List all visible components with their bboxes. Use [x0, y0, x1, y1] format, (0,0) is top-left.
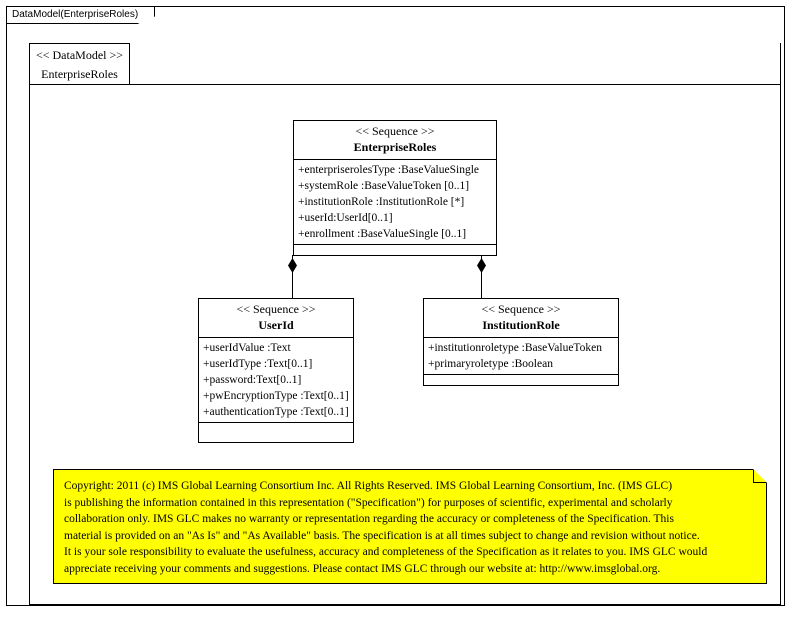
frame-label: DataModel(EnterpriseRoles)	[7, 7, 156, 24]
class-operations-institutionrole	[424, 375, 618, 397]
note-line: is publishing the information contained …	[64, 496, 673, 509]
class-name: EnterpriseRoles	[353, 140, 437, 154]
class-stereotype: << Sequence >>	[236, 302, 316, 316]
class-attribute: +pwEncryptionType :Text[0..1]	[203, 390, 349, 402]
class-operations-userid	[199, 423, 353, 445]
uml-diagram-frame: DataModel(EnterpriseRoles) << DataModel …	[6, 6, 785, 606]
class-stereotype: << Sequence >>	[481, 302, 561, 316]
package-name: EnterpriseRoles	[41, 67, 118, 81]
class-header-enterpriseroles: << Sequence >> EnterpriseRoles	[294, 121, 496, 160]
package-header-tab: << DataModel >> EnterpriseRoles	[29, 43, 130, 85]
note-line: appreciate receiving your comments and s…	[64, 562, 661, 575]
composition-diamond-icon	[477, 258, 486, 273]
class-box-userid[interactable]: << Sequence >> UserId +userIdValue :Text…	[198, 298, 354, 443]
class-stereotype: << Sequence >>	[355, 124, 435, 138]
class-attribute: +institutionRole :InstitutionRole [*]	[298, 196, 465, 208]
package-top-border	[129, 84, 781, 85]
class-attribute: +authenticationType :Text[0..1]	[203, 406, 349, 418]
copyright-note: Copyright: 2011 (c) IMS Global Learning …	[53, 469, 767, 584]
composition-line-institutionrole	[481, 256, 482, 298]
class-attributes-enterpriseroles: +enterpriserolesType :BaseValueSingle +s…	[294, 160, 496, 245]
class-attributes-institutionrole: +institutionroletype :BaseValueToken +pr…	[424, 338, 618, 375]
composition-line-userid	[292, 256, 293, 298]
class-attribute: +enrollment :BaseValueSingle [0..1]	[298, 228, 467, 240]
class-header-userid: << Sequence >> UserId	[199, 299, 353, 338]
class-box-institutionrole[interactable]: << Sequence >> InstitutionRole +institut…	[423, 298, 619, 386]
class-name: InstitutionRole	[482, 318, 560, 332]
class-attribute: +primaryroletype :Boolean	[428, 358, 553, 370]
class-attribute: +enterpriserolesType :BaseValueSingle	[298, 164, 480, 176]
class-attribute: +userId:UserId[0..1]	[298, 212, 393, 224]
composition-bridge-line	[292, 255, 482, 256]
class-attribute: +password:Text[0..1]	[203, 374, 302, 386]
class-attribute: +institutionroletype :BaseValueToken	[428, 342, 602, 354]
class-attribute: +userIdValue :Text	[203, 342, 291, 354]
package-stereotype: << DataModel >>	[35, 48, 124, 62]
class-name: UserId	[258, 318, 294, 332]
class-attribute: +systemRole :BaseValueToken [0..1]	[298, 180, 470, 192]
class-header-institutionrole: << Sequence >> InstitutionRole	[424, 299, 618, 338]
note-line: material is provided on an "As Is" and "…	[64, 529, 700, 542]
note-line: Copyright: 2011 (c) IMS Global Learning …	[64, 480, 673, 492]
class-attribute: +userIdType :Text[0..1]	[203, 358, 313, 370]
class-box-enterpriseroles[interactable]: << Sequence >> EnterpriseRoles +enterpri…	[293, 120, 497, 256]
note-line: collaboration only. IMS GLC makes no war…	[64, 513, 674, 525]
class-attributes-userid: +userIdValue :Text +userIdType :Text[0..…	[199, 338, 353, 423]
note-line: It is your sole responsibility to evalua…	[64, 546, 708, 558]
composition-diamond-icon	[288, 258, 297, 273]
